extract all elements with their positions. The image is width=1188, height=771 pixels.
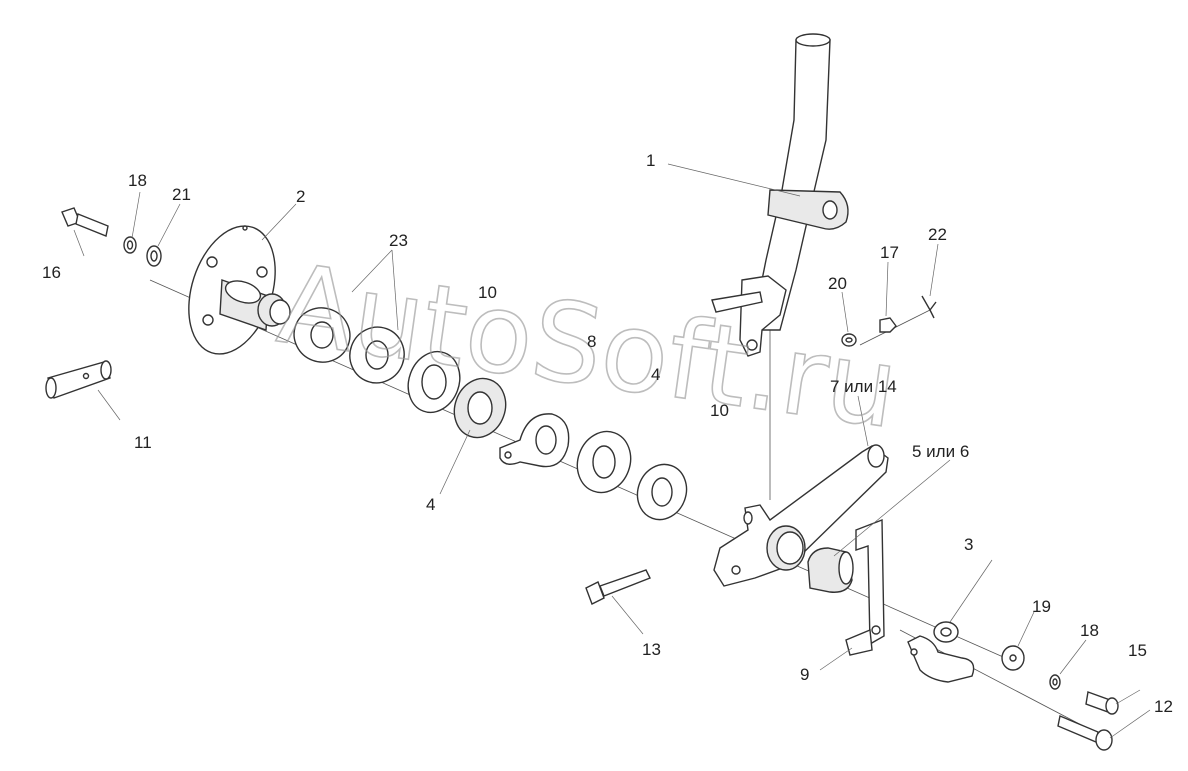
label-13: 13	[642, 640, 661, 659]
washer-23-first	[293, 307, 351, 363]
label-11: 11	[134, 433, 152, 452]
part-5-bushing	[807, 547, 854, 593]
label-5-or-6: 5 или 6	[912, 442, 969, 461]
label-15: 15	[1128, 641, 1147, 660]
part-18-lock-washer-right	[1049, 674, 1061, 690]
label-10-top: 10	[478, 283, 497, 302]
washer-10-first	[407, 350, 461, 414]
part-18-lock-washer-left	[123, 236, 137, 254]
label-20: 20	[828, 274, 847, 293]
washer-4-first	[453, 377, 507, 439]
part-1-lever-tube	[711, 33, 849, 357]
part-20-washer	[841, 333, 857, 347]
part-11-pin	[45, 360, 112, 399]
part-17-nut	[879, 317, 897, 333]
label-2: 2	[296, 187, 305, 206]
label-7-or-14: 7 или 14	[830, 377, 897, 396]
label-16: 16	[42, 263, 61, 282]
label-17: 17	[880, 243, 899, 262]
callout-labels: 1 2 3 4 4 5 или 6 7 или 14 8 9 10 10 11 …	[42, 151, 1173, 716]
part-8-tab-washer	[499, 413, 570, 468]
label-18-left: 18	[128, 171, 147, 190]
label-9: 9	[800, 665, 809, 684]
label-8: 8	[587, 332, 596, 351]
label-22: 22	[928, 225, 947, 244]
label-12: 12	[1154, 697, 1173, 716]
label-4-left: 4	[426, 495, 435, 514]
label-23: 23	[389, 231, 408, 250]
washer-23-second	[349, 326, 405, 384]
part-21-washer-left	[146, 245, 162, 267]
label-10-right: 10	[710, 401, 729, 420]
leader-lines	[73, 163, 1151, 739]
label-21: 21	[172, 185, 191, 204]
part-9-plate	[845, 518, 885, 656]
label-3: 3	[964, 535, 973, 554]
part-12-bolt	[1057, 715, 1113, 751]
washer-10-second	[576, 430, 632, 494]
label-4-right: 4	[651, 365, 660, 384]
label-18-right: 18	[1080, 621, 1099, 640]
part-2-flange	[188, 225, 291, 355]
part-13-bolt	[585, 569, 651, 605]
part-16-bolt-left	[61, 207, 109, 237]
part-15-bolt	[1085, 691, 1119, 715]
part-7-bracket-lever	[713, 444, 889, 587]
part-3-clip	[907, 621, 975, 683]
part-22-cotter-pin	[921, 295, 937, 319]
label-1: 1	[646, 151, 655, 170]
washer-4-second	[636, 463, 688, 521]
part-19-washer-right	[1001, 645, 1025, 671]
label-19: 19	[1032, 597, 1051, 616]
